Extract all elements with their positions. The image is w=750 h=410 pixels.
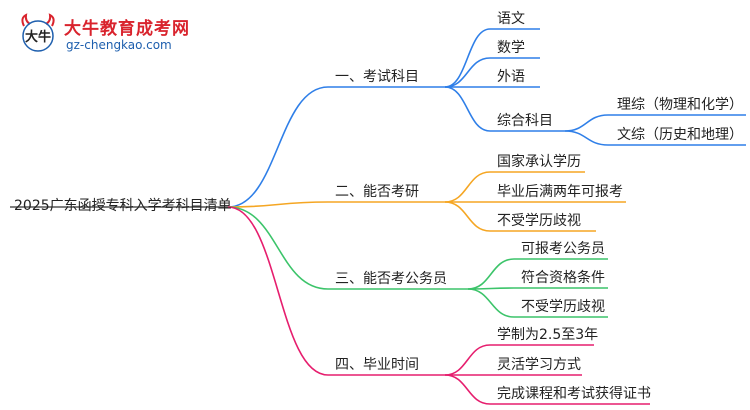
branch-to-leaf-link bbox=[444, 344, 491, 376]
sub-branch-node[interactable]: 综合科目 bbox=[497, 113, 553, 129]
branch-to-leaf-link bbox=[467, 288, 515, 318]
branch-to-leaf-link bbox=[467, 258, 515, 290]
branch-to-leaf-link bbox=[444, 171, 491, 203]
branch-node-postgrad[interactable]: 二、能否考研 bbox=[335, 184, 419, 200]
leaf-node[interactable]: 不受学历歧视 bbox=[497, 213, 581, 229]
root-to-branch-link bbox=[227, 206, 329, 290]
leaf-node[interactable]: 毕业后满两年可报考 bbox=[497, 184, 623, 200]
logo-mark-text: 大牛 bbox=[25, 29, 51, 45]
sub-branch-to-leaf-link bbox=[564, 130, 609, 146]
logo-url[interactable]: gz-chengkao.com bbox=[66, 38, 172, 52]
root-to-branch-link bbox=[227, 206, 329, 376]
branch-to-leaf-link bbox=[444, 57, 491, 88]
leaf-node[interactable]: 语文 bbox=[497, 11, 525, 27]
leaf-node[interactable]: 不受学历歧视 bbox=[521, 299, 605, 315]
leaf-node[interactable]: 灵活学习方式 bbox=[497, 357, 581, 373]
leaf-node[interactable]: 文综（历史和地理） bbox=[617, 127, 743, 143]
leaf-node[interactable]: 可报考公务员 bbox=[521, 241, 605, 257]
branch-node-exam-subjects[interactable]: 一、考试科目 bbox=[335, 69, 419, 85]
leaf-node[interactable]: 理综（物理和化学） bbox=[617, 97, 743, 113]
leaf-node[interactable]: 完成课程和考试获得证书 bbox=[497, 386, 651, 402]
root-node[interactable]: 2025广东函授专科入学考科目清单 bbox=[14, 198, 232, 214]
site-logo[interactable]: 大牛 大牛教育成考网 gz-chengkao.com bbox=[10, 10, 240, 60]
branch-to-leaf-link bbox=[444, 86, 491, 132]
logo-title: 大牛教育成考网 bbox=[64, 19, 190, 39]
branch-node-civil-service[interactable]: 三、能否考公务员 bbox=[335, 271, 447, 287]
root-to-branch-link bbox=[227, 86, 329, 208]
sub-branch-to-leaf-link bbox=[564, 114, 609, 132]
leaf-node[interactable]: 外语 bbox=[497, 69, 525, 85]
branch-to-leaf-link bbox=[444, 374, 491, 405]
branch-node-graduation[interactable]: 四、毕业时间 bbox=[335, 357, 419, 373]
branch-to-leaf-link bbox=[444, 28, 491, 88]
leaf-node[interactable]: 学制为2.5至3年 bbox=[497, 327, 599, 343]
leaf-node[interactable]: 符合资格条件 bbox=[521, 270, 605, 286]
logo-ox-icon: 大牛 bbox=[21, 13, 55, 52]
leaf-node[interactable]: 国家承认学历 bbox=[497, 154, 581, 170]
root-to-branch-link bbox=[227, 201, 329, 208]
leaf-node[interactable]: 数学 bbox=[497, 40, 525, 56]
branch-to-leaf-link bbox=[444, 201, 491, 232]
